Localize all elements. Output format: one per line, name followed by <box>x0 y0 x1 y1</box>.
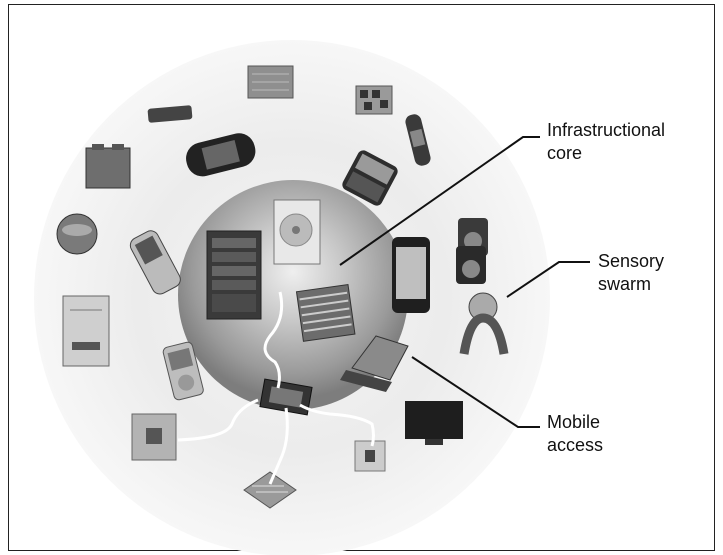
flat-screen-tv-icon <box>405 401 463 445</box>
media-player-icon <box>162 341 204 401</box>
smartphone-qwerty-icon <box>342 150 398 206</box>
device-links <box>177 291 375 485</box>
hard-drive-icon <box>273 199 321 265</box>
heat-sink-icon <box>243 471 297 509</box>
memory-chips-icon <box>355 85 393 115</box>
usb-stick-icon <box>147 105 193 123</box>
infrastructure-leader <box>339 136 540 266</box>
sensory-leader <box>506 261 590 298</box>
blade-server-icon <box>295 283 356 342</box>
flip-phone-icon <box>129 230 181 295</box>
battery-pack-icon <box>85 144 131 189</box>
wristband-icon <box>405 114 431 166</box>
laptop-icon <box>340 335 409 392</box>
speakers-icon <box>456 218 488 284</box>
motion-sensor-icon <box>459 292 509 355</box>
coin-battery-icon <box>56 213 98 255</box>
rack-module-icon <box>247 65 294 99</box>
mobile-access-label: Mobile access <box>547 412 604 455</box>
server-rack-icon <box>206 230 262 320</box>
tiny-sensor-icon <box>354 440 386 472</box>
smartphone-touch-icon <box>392 237 430 313</box>
leader-lines <box>339 136 590 428</box>
cleanroom-device-icon <box>62 295 110 367</box>
mobile-leader <box>411 356 540 428</box>
sensory-swarm-label: Sensory swarm <box>598 251 665 294</box>
diagram-frame <box>8 4 715 551</box>
handheld-console-icon <box>186 133 256 177</box>
rfid-chip-icon <box>131 413 177 461</box>
processor-chip-icon <box>259 378 313 416</box>
infrastructure-core-label: Infrastructional core <box>547 120 666 163</box>
